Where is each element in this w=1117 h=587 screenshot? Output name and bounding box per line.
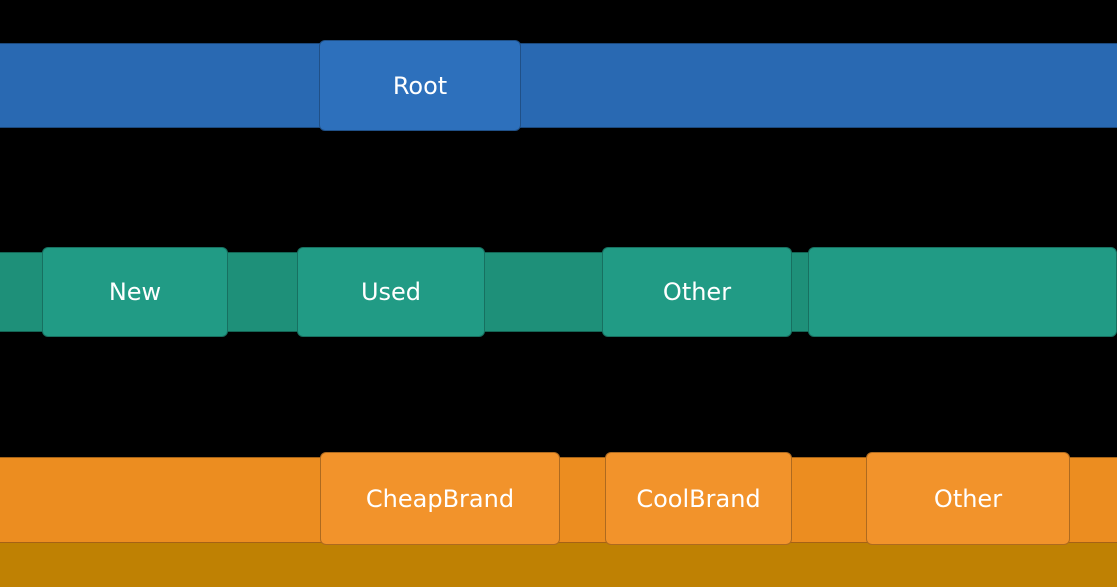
level-4-partial-bar [0,543,1117,587]
node-other-condition: Other [602,247,792,337]
node-root: Root [319,40,521,131]
node-other-brand-label: Other [933,484,1003,513]
node-used: Used [297,247,485,337]
node-new: New [42,247,228,337]
node-other-brand: Other [866,452,1070,545]
level-root-bar [0,43,1117,128]
node-coolbrand: CoolBrand [605,452,792,545]
node-used-label: Used [360,278,422,306]
node-cheapbrand: CheapBrand [320,452,560,545]
node-coolbrand-label: CoolBrand [636,484,761,513]
node-new-label: New [108,278,162,306]
node-cheapbrand-label: CheapBrand [365,484,515,513]
node-unlabeled [808,247,1117,337]
node-root-label: Root [392,71,448,100]
node-other-condition-label: Other [662,278,732,306]
